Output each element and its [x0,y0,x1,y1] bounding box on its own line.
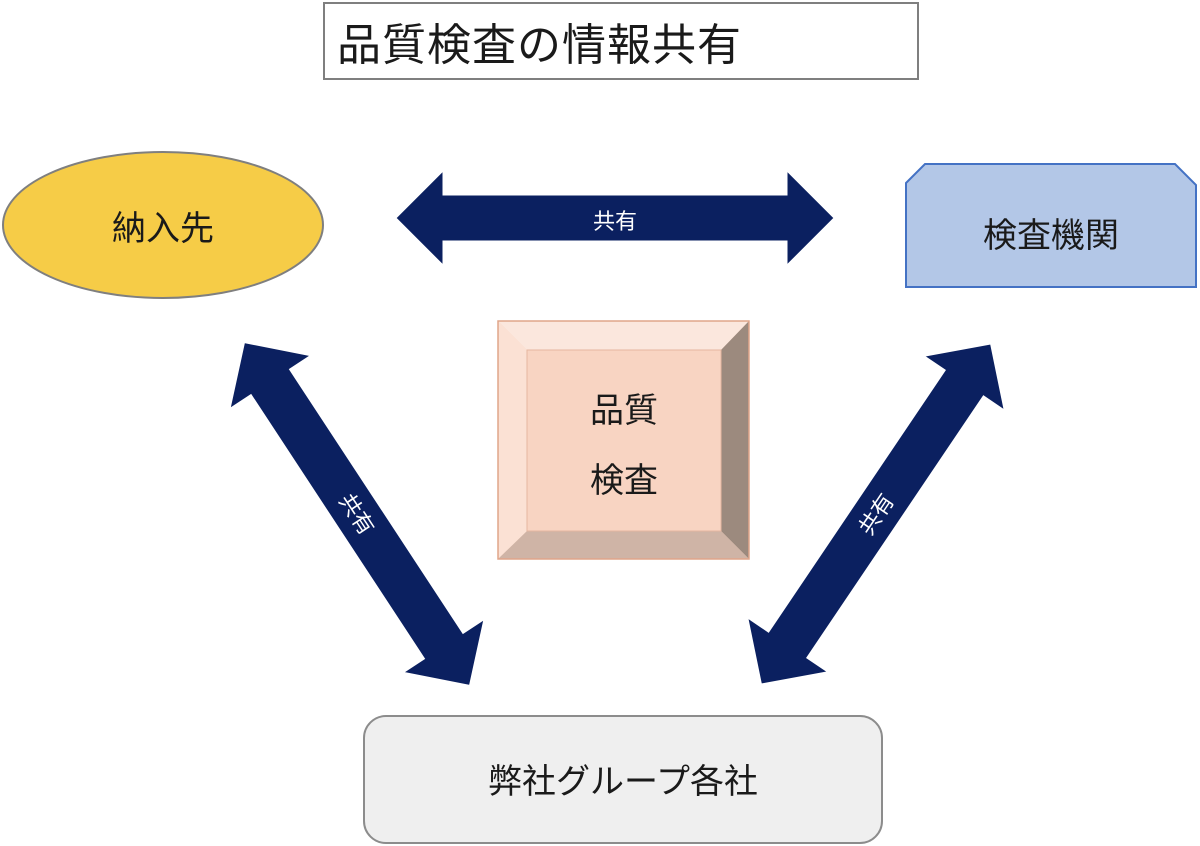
node-customer: 納入先 [2,151,324,299]
diagram-title: 品質検査の情報共有 [323,2,919,80]
node-inspection-agency: 検査機関 [905,163,1197,288]
arrow-customer-agency: 共有 [395,169,835,267]
center-label-line1: 品質 [590,391,658,431]
arrow-agency-group: 共有 [747,343,1005,685]
node-agency-label: 検査機関 [983,216,1119,256]
node-group-companies: 弊社グループ各社 [363,715,883,844]
center-bevel-quality-inspection: 品質 検査 [497,320,750,560]
arrow-customer-group: 共有 [229,342,485,686]
node-customer-label: 納入先 [112,209,214,249]
diagram-title-text: 品質検査の情報共有 [337,20,742,71]
center-label-line2: 検査 [590,461,658,501]
node-group-label: 弊社グループ各社 [488,762,758,802]
arrow-label-top: 共有 [593,210,637,235]
